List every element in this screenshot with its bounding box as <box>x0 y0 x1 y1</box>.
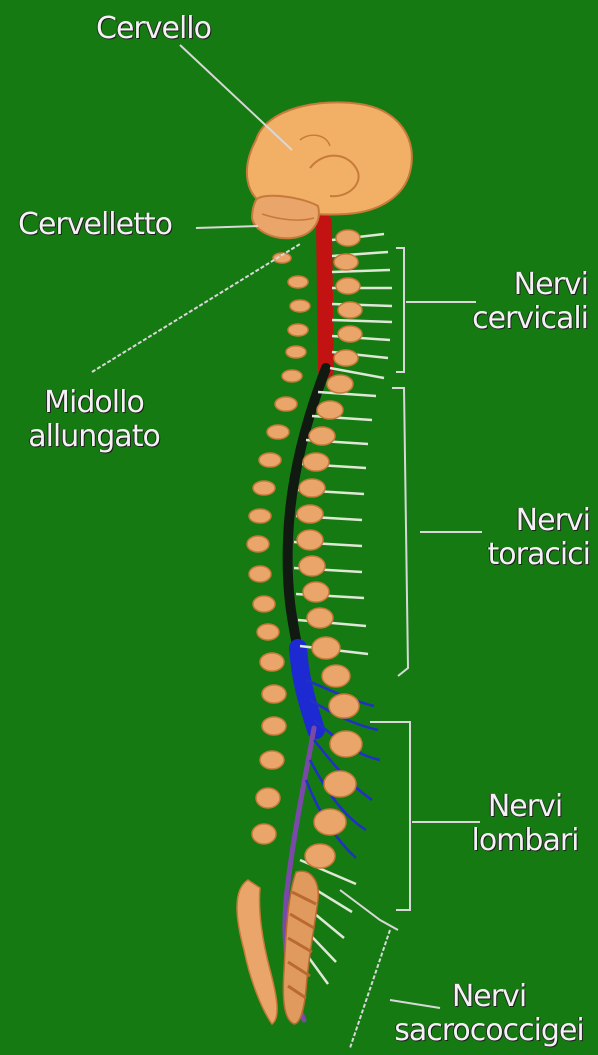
label-toracici-line2: toracici <box>450 538 590 572</box>
label-midollo-line2: allungato <box>20 420 168 454</box>
label-midollo-line1: Midollo <box>20 386 168 420</box>
label-lombari-line1: Nervi <box>460 790 590 824</box>
label-cervelletto: Cervelletto <box>18 208 172 242</box>
label-nervi-sacrococcigei: Nervi sacrococcigei <box>384 980 594 1048</box>
label-cervicali-line1: Nervi <box>440 268 588 302</box>
cerebellum <box>252 196 319 239</box>
cord-lumbar <box>298 648 316 730</box>
label-nervi-cervicali: Nervi cervicali <box>440 268 588 336</box>
label-cervello: Cervello <box>96 12 211 46</box>
cord-cervical <box>324 222 326 370</box>
label-toracici-line1: Nervi <box>450 504 590 538</box>
label-nervi-lombari: Nervi lombari <box>460 790 590 858</box>
sacrum-side-bone <box>237 880 277 1024</box>
label-midollo-allungato: Midollo allungato <box>20 386 168 454</box>
label-sacro-line2: sacrococcigei <box>384 1014 594 1048</box>
left-vertebral-arches <box>247 253 310 844</box>
label-cervicali-line2: cervicali <box>440 302 588 336</box>
label-sacro-line1: Nervi <box>384 980 594 1014</box>
label-lombari-line2: lombari <box>460 824 590 858</box>
label-nervi-toracici: Nervi toracici <box>450 504 590 572</box>
